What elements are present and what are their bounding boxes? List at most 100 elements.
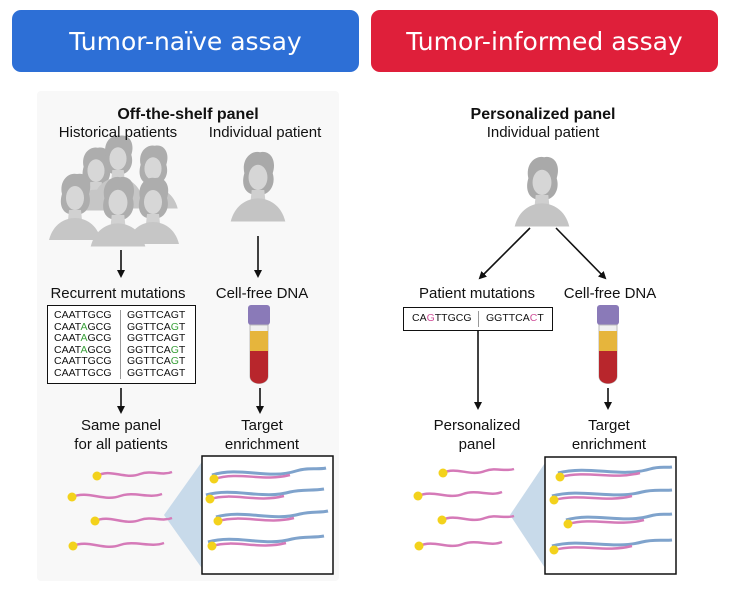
sequence-fragment: GGTTCA <box>127 332 171 344</box>
sequence-fragment: GCG <box>87 332 112 344</box>
probe-bead <box>438 468 448 478</box>
mutation-base: T <box>81 309 88 321</box>
sequence-row: CAATAGCG <box>54 332 112 345</box>
mutation-base: G <box>426 312 435 324</box>
sequence-column: CAGTTGCG <box>412 312 472 325</box>
sequence-fragment: GCG <box>87 320 112 333</box>
patient-mutations-table: CAGTTGCG GGTTCACT <box>403 307 553 331</box>
sequence-fragment: T <box>537 312 544 324</box>
captured-dna-strands <box>205 466 329 548</box>
blood-tube-icon <box>248 305 270 384</box>
arrow <box>478 227 531 280</box>
sequence-fragment: CAAT <box>54 343 81 356</box>
sequence-fragment: GGTTCA <box>486 312 530 324</box>
probe-bead <box>437 515 447 525</box>
probe-bead <box>209 474 219 484</box>
mutation-base: G <box>170 320 179 333</box>
sequence-fragment: T <box>178 355 186 367</box>
sequence-fragment: T <box>178 309 186 321</box>
probe-bead <box>213 516 223 526</box>
sequence-row: GGTTCACT <box>486 312 544 325</box>
sequence-row: CAATAGCG <box>54 320 112 334</box>
sequence-fragment: GGTTCA <box>127 320 171 333</box>
sequence-row: CAGTTGCG <box>412 312 472 325</box>
sequence-row: GGTTCAGT <box>127 355 186 368</box>
sequence-fragment: T <box>178 332 186 344</box>
personalized-panel-line: Personalized <box>433 417 521 434</box>
sequence-row: GGTTCAGT <box>127 309 186 322</box>
mutation-base: A <box>80 320 88 333</box>
patient-mutations-label: Patient mutations <box>419 285 535 302</box>
blood-tube-icon <box>597 305 619 384</box>
sequence-fragment: CA <box>412 312 427 324</box>
sequence-fragment: GCG <box>87 366 112 379</box>
probe-bead <box>67 492 77 502</box>
sequence-row: CAATTGCG <box>54 366 112 380</box>
probe-bead <box>563 519 573 529</box>
target-enrichment-label: Target enrichment <box>225 416 299 454</box>
sequence-fragment: GCG <box>87 355 112 367</box>
zoom-wedge <box>510 457 549 574</box>
sequence-row: GGTTCAGT <box>127 320 186 334</box>
sequence-fragment: CAAT <box>54 320 81 333</box>
cell-free-dna-label: Cell-free DNA <box>215 285 309 302</box>
probe-bead <box>414 541 424 551</box>
sequence-fragment: T <box>178 366 186 379</box>
probe-bead <box>90 516 100 526</box>
cell-free-dna-label: Cell-free DNA <box>563 285 657 302</box>
panel-probes <box>417 467 515 548</box>
sequence-row: CAATTGCG <box>54 309 112 322</box>
historical-patients-label: Historical patients <box>58 124 178 141</box>
probe-bead <box>555 472 565 482</box>
sequence-row: CAATTGCG <box>54 355 112 368</box>
probe-bead <box>68 541 78 551</box>
individual-patient-label: Individual patient <box>208 124 322 141</box>
mutation-base: A <box>80 343 88 356</box>
individual-patient-figure <box>514 156 570 227</box>
mutation-base: T <box>81 355 88 367</box>
sequence-fragment: GGTTCA <box>127 309 171 321</box>
sequence-fragment: CAAT <box>54 332 81 344</box>
target-enrichment-line: Target <box>241 417 283 434</box>
mutation-base: G <box>170 343 179 356</box>
sequence-fragment: CAAT <box>54 309 82 321</box>
tumor-informed-header: Tumor-informed assay <box>371 10 718 72</box>
sequence-fragment: GCG <box>87 343 112 356</box>
individual-patient-figure <box>230 151 286 222</box>
mutation-base: G <box>170 309 179 321</box>
sequence-row: GGTTCAGT <box>127 343 186 357</box>
personalized-panel-title: Personalized panel <box>470 106 616 123</box>
mutation-base: G <box>170 355 179 367</box>
sequence-fragment: CAAT <box>54 355 82 367</box>
historical-patients-group <box>49 135 179 247</box>
off-the-shelf-panel-title: Off-the-shelf panel <box>117 106 259 123</box>
mutation-base: G <box>170 366 179 379</box>
probe-bead <box>549 495 559 505</box>
personalized-panel-line: panel <box>458 436 496 453</box>
same-panel-label: Same panel for all patients <box>74 416 167 454</box>
target-enrichment-line: enrichment <box>571 436 647 453</box>
tumor-naive-header: Tumor-naïve assay <box>12 10 359 72</box>
mutation-base: G <box>170 332 179 344</box>
panel-probes <box>71 470 173 548</box>
probe-bead <box>92 471 102 481</box>
zoom-wedge <box>164 456 206 574</box>
same-panel-line: for all patients <box>74 436 168 453</box>
probe-bead <box>413 491 423 501</box>
sequence-fragment: T <box>178 320 186 333</box>
individual-patient-label: Individual patient <box>486 124 600 141</box>
sequence-fragment: TTGCG <box>434 312 472 324</box>
captured-dna-strands <box>551 465 673 552</box>
sequence-row: GGTTCAGT <box>127 332 186 345</box>
probe-bead <box>207 541 217 551</box>
same-panel-line: Same panel <box>80 417 162 434</box>
recurrent-mutations-label: Recurrent mutations <box>50 285 186 302</box>
sequence-row: CAATAGCG <box>54 343 112 357</box>
sequence-fragment: T <box>178 343 186 356</box>
sequence-divider <box>120 310 121 379</box>
sequence-fragment: GGTTCA <box>127 366 171 379</box>
